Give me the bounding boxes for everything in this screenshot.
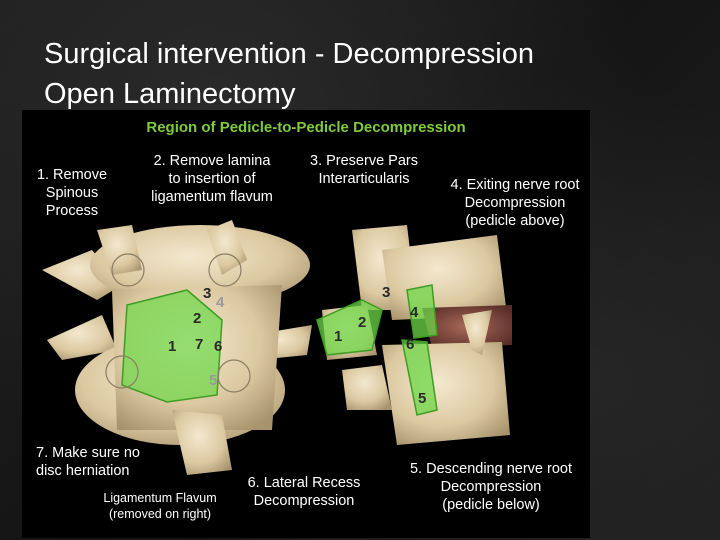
spine-decompression-figure: Region of Pedicle-to-Pedicle Decompressi… (22, 110, 590, 538)
marker-left-1: 1 (168, 338, 177, 355)
slide-title-line-1: Surgical intervention - Decompression (44, 38, 534, 70)
posterior-vertebra-view (42, 220, 312, 475)
marker-right-2: 2 (358, 314, 367, 331)
label-lateral-recess: 6. Lateral Recess Decompression (247, 475, 361, 509)
label-disc-herniation: 7. Make sure no disc herniation (36, 445, 140, 479)
marker-right-4: 4 (410, 304, 419, 321)
slide-title-line-2: Open Laminectomy (44, 78, 296, 110)
label-remove-lamina: 2. Remove lamina to insertion of ligamen… (151, 153, 273, 205)
label-exiting-nerve-root: 4. Exiting nerve root Decompression (ped… (450, 177, 580, 229)
label-descending-nerve-root: 5. Descending nerve root Decompression (… (409, 461, 572, 513)
marker-right-6: 6 (406, 336, 415, 353)
marker-left-6: 6 (214, 338, 223, 355)
lateral-vertebra-view (316, 225, 512, 445)
label-remove-spinous-process: 1. Remove Spinous Process (36, 167, 108, 219)
slide-title: Surgical intervention - Decompression Op… (44, 34, 534, 114)
marker-left-7: 7 (195, 336, 204, 353)
marker-left-4: 4 (216, 294, 225, 311)
marker-right-3: 3 (382, 284, 391, 301)
marker-left-3: 3 (203, 285, 212, 302)
marker-right-5: 5 (418, 390, 427, 407)
marker-left-2: 2 (193, 310, 202, 327)
marker-right-1: 1 (334, 328, 343, 345)
label-preserve-pars: 3. Preserve Pars Interarticularis (310, 153, 418, 187)
vertebra-illustration (42, 220, 512, 475)
marker-left-5: 5 (209, 372, 218, 389)
label-ligamentum-flavum: Ligamentum Flavum (removed on right) (103, 491, 217, 521)
figure-heading: Region of Pedicle-to-Pedicle Decompressi… (146, 119, 466, 136)
